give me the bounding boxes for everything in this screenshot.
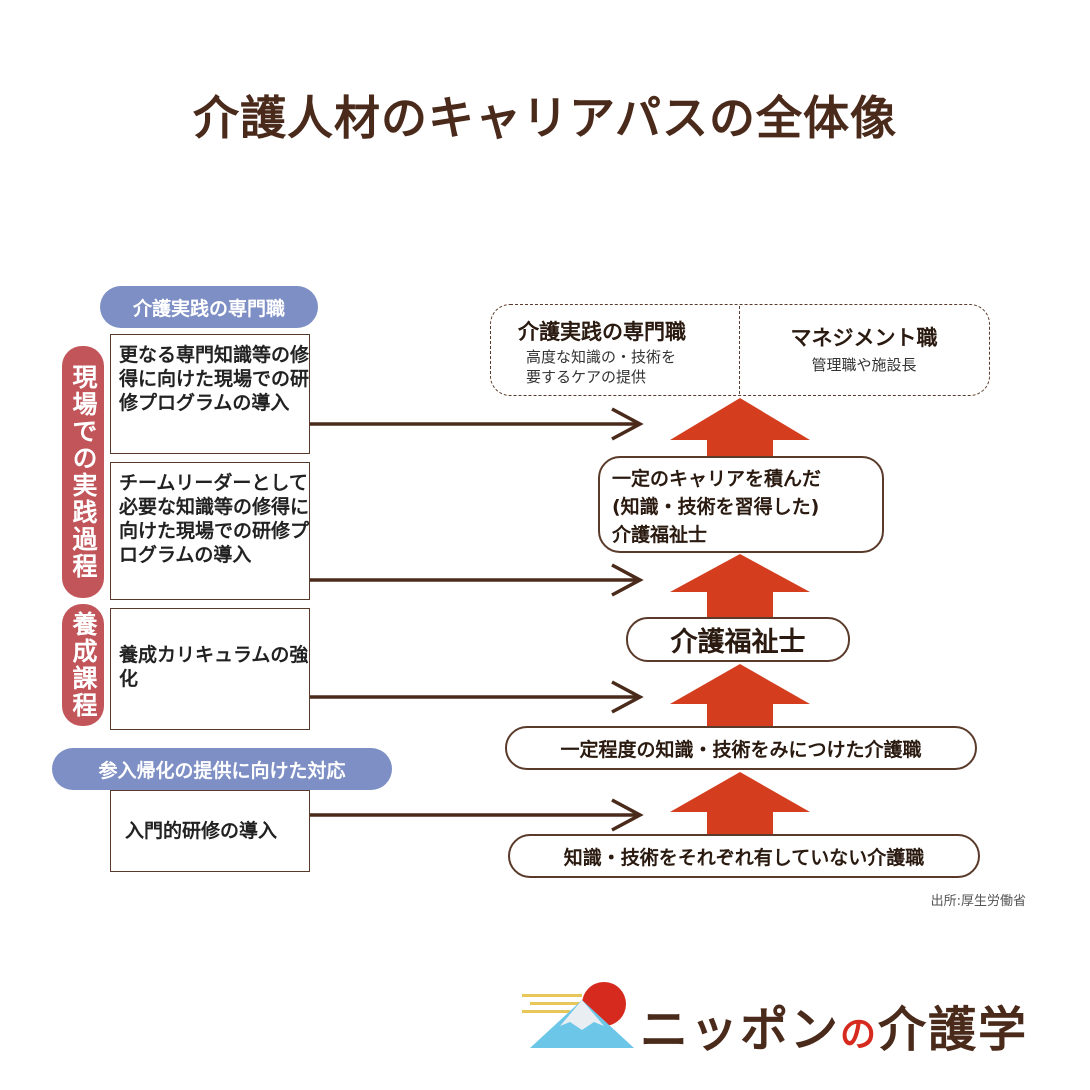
skilled-worker-box: 一定程度の知識・技術をみにつけた介護職 — [505, 726, 977, 770]
career-line-2: (知識・技術を習得した) — [612, 496, 820, 518]
specialist-desc-1: 高度な知識の・技術を — [526, 348, 677, 366]
up-arrow-3 — [670, 664, 810, 726]
logo-text-1: ニッポン — [640, 1002, 841, 1058]
unskilled-worker-box: 知識・技術をそれぞれ有していない介護職 — [508, 834, 980, 878]
training-course-label: 養成課程 — [62, 604, 104, 726]
entry-header: 参入帰化の提供に向けた対応 — [52, 748, 392, 790]
training-box-team-leader: チームリーダーとして必要な知識等の修得に向けた現場での研修プログラムの導入 — [110, 462, 310, 600]
career-line-3: 介護福祉士 — [612, 524, 708, 546]
training-box-curriculum: 養成カリキュラムの強化 — [110, 608, 310, 730]
training-box-specialist: 更なる専門知識等の修得に向けた現場での研修プログラムの導入 — [110, 334, 310, 454]
up-arrow-1 — [670, 398, 810, 456]
certified-care-worker-box: 介護福祉士 — [626, 617, 850, 662]
goal-divider — [739, 306, 740, 394]
specialist-desc-2: 要するケアの提供 — [526, 368, 647, 386]
career-box — [598, 456, 884, 553]
up-arrow-4 — [670, 772, 810, 834]
management-desc: 管理職や施設長 — [811, 356, 917, 374]
source-note: 出所:厚生労働省 — [930, 894, 1026, 909]
logo-text: ニッポンの介護学 — [640, 990, 1028, 1060]
arrow-1 — [310, 407, 644, 441]
page-title: 介護人材のキャリアパスの全体像 — [192, 91, 898, 145]
arrow-2 — [310, 563, 644, 597]
practice-process-label: 現場での実践過程 — [62, 346, 104, 598]
goal-box — [490, 304, 990, 396]
management-title: マネジメント職 — [790, 326, 938, 350]
logo-mark — [522, 982, 634, 1048]
logo-text-2: の — [840, 1014, 879, 1055]
specialist-header: 介護実践の専門職 — [100, 286, 318, 328]
specialist-title: 介護実践の専門職 — [518, 320, 686, 344]
logo-text-3: 介護学 — [878, 1002, 1029, 1058]
career-line-1: 一定のキャリアを積んだ — [612, 468, 822, 490]
up-arrow-2 — [670, 554, 810, 617]
training-box-intro: 入門的研修の導入 — [110, 790, 310, 872]
arrow-3 — [310, 680, 644, 714]
arrow-4 — [310, 798, 644, 832]
